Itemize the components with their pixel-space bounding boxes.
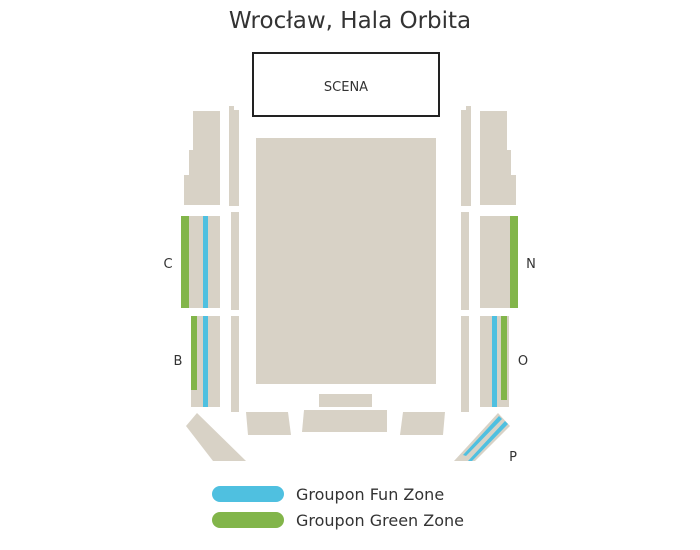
section-bottom-right[interactable] <box>400 412 445 435</box>
section-left-corner[interactable] <box>186 413 246 461</box>
section-right-upper-inner[interactable] <box>461 110 466 206</box>
section-left-upper[interactable] <box>184 111 220 205</box>
legend-item-green-zone: Groupon Green Zone <box>212 509 464 531</box>
section-right-upper-aisle[interactable] <box>466 106 471 206</box>
venue-title: Wrocław, Hala Orbita <box>228 8 472 34</box>
section-o-inner[interactable] <box>461 316 469 412</box>
green-zone-swatch <box>212 512 284 528</box>
label-section-o: O <box>518 354 528 369</box>
section-right-upper[interactable] <box>480 111 516 205</box>
section-n-inner[interactable] <box>461 212 469 310</box>
stage-label: SCENA <box>324 80 368 95</box>
legend-label-fun-zone: Groupon Fun Zone <box>296 484 445 504</box>
legend-item-fun-zone: Groupon Fun Zone <box>212 483 444 505</box>
fun-zone-p-2[interactable] <box>463 416 502 456</box>
stage[interactable] <box>252 52 440 117</box>
fun-zone-b[interactable] <box>203 316 208 407</box>
section-left-upper-inner[interactable] <box>234 110 239 206</box>
legend-label-green-zone: Groupon Green Zone <box>296 510 464 530</box>
green-zone-n[interactable] <box>510 216 518 308</box>
fun-zone-c[interactable] <box>203 216 208 308</box>
label-section-b: B <box>174 354 183 369</box>
section-bottom-center[interactable] <box>302 410 387 432</box>
fun-zone-p[interactable] <box>468 421 508 461</box>
floor-section[interactable] <box>256 138 436 384</box>
section-b-inner[interactable] <box>231 316 239 412</box>
fun-zone-swatch <box>212 486 284 502</box>
label-section-c: C <box>163 257 172 272</box>
section-bottom-center-front[interactable] <box>319 394 372 407</box>
section-c-inner[interactable] <box>231 212 239 310</box>
green-zone-o[interactable] <box>501 316 507 400</box>
label-section-n: N <box>526 257 536 272</box>
green-zone-c[interactable] <box>181 216 189 308</box>
label-section-p: P <box>509 450 517 465</box>
section-bottom-left[interactable] <box>246 412 291 435</box>
fun-zone-o[interactable] <box>492 316 497 407</box>
section-left-upper-aisle[interactable] <box>229 106 234 206</box>
green-zone-b[interactable] <box>191 316 197 390</box>
